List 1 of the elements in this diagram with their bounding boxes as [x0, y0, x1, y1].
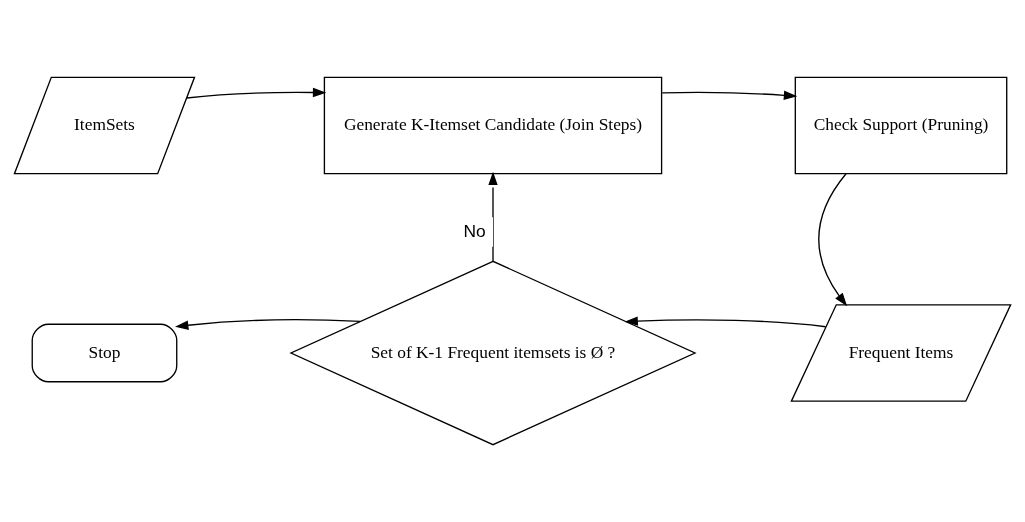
- edge-label: No: [463, 220, 486, 241]
